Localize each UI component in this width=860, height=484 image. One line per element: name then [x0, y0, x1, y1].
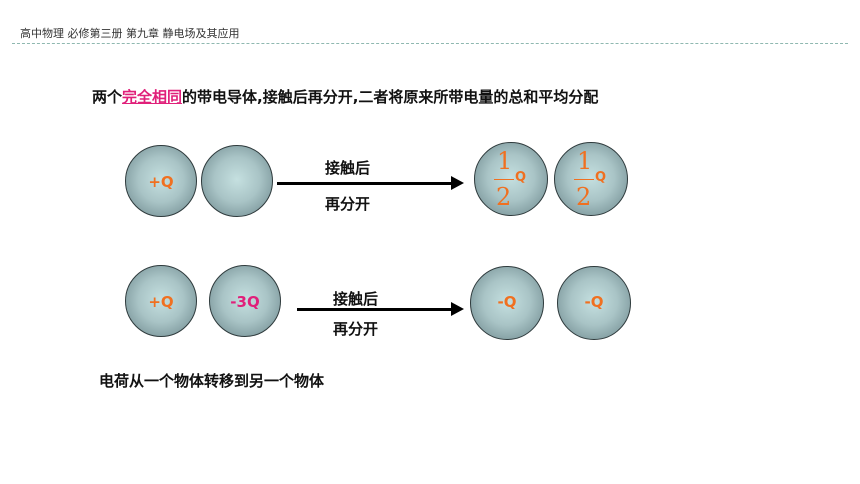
- fraction-numerator: 1: [497, 147, 513, 175]
- fraction-denominator: 2: [576, 183, 592, 211]
- fraction-charge-unit: Q: [515, 170, 527, 185]
- fraction-bar: [494, 179, 514, 180]
- arrow-label-contact-row1: 接触后: [325, 159, 371, 177]
- fraction-bar: [574, 179, 594, 180]
- sphere-row2-right: [209, 265, 281, 337]
- statement-prefix: 两个: [92, 88, 123, 106]
- statement-suffix: 的带电导体,接触后再分开,二者将原来所带电量的总和平均分配: [182, 88, 599, 106]
- arrow-label-contact-row2: 接触后: [333, 290, 379, 308]
- charge-row2-left: +Q: [148, 293, 174, 311]
- arrow-row1-shaft: [277, 182, 452, 185]
- charge-row2-right: -3Q: [230, 293, 260, 311]
- arrow-row2-shaft: [297, 308, 452, 311]
- statement: 两个完全相同的带电导体,接触后再分开,二者将原来所带电量的总和平均分配: [92, 86, 598, 107]
- arrow-label-separate-row2: 再分开: [333, 320, 379, 338]
- charge-row1-left: +Q: [148, 173, 174, 191]
- header-title: 高中物理 必修第三册 第九章 静电场及其应用: [20, 27, 240, 40]
- sphere-row1-result-right: [554, 142, 628, 216]
- sphere-row2-left: [125, 265, 197, 337]
- fraction-numerator: 1: [577, 147, 593, 175]
- statement-highlight: 完全相同: [122, 88, 183, 106]
- fraction-charge-unit: Q: [595, 170, 607, 185]
- charge-row2-result-right: -Q: [584, 293, 604, 311]
- arrow-row1-head: [451, 176, 464, 190]
- arrow-row2-head: [451, 302, 464, 316]
- fraction-denominator: 2: [496, 183, 512, 211]
- sphere-row1-left: [125, 145, 197, 217]
- sphere-row2-result-right: [557, 266, 631, 340]
- sphere-row1-neutral: [201, 145, 273, 217]
- sphere-row2-result-left: [470, 266, 544, 340]
- charge-row2-result-left: -Q: [497, 293, 517, 311]
- footnote: 电荷从一个物体转移到另一个物体: [99, 372, 325, 390]
- header-divider: [12, 43, 848, 44]
- arrow-label-separate-row1: 再分开: [325, 195, 371, 213]
